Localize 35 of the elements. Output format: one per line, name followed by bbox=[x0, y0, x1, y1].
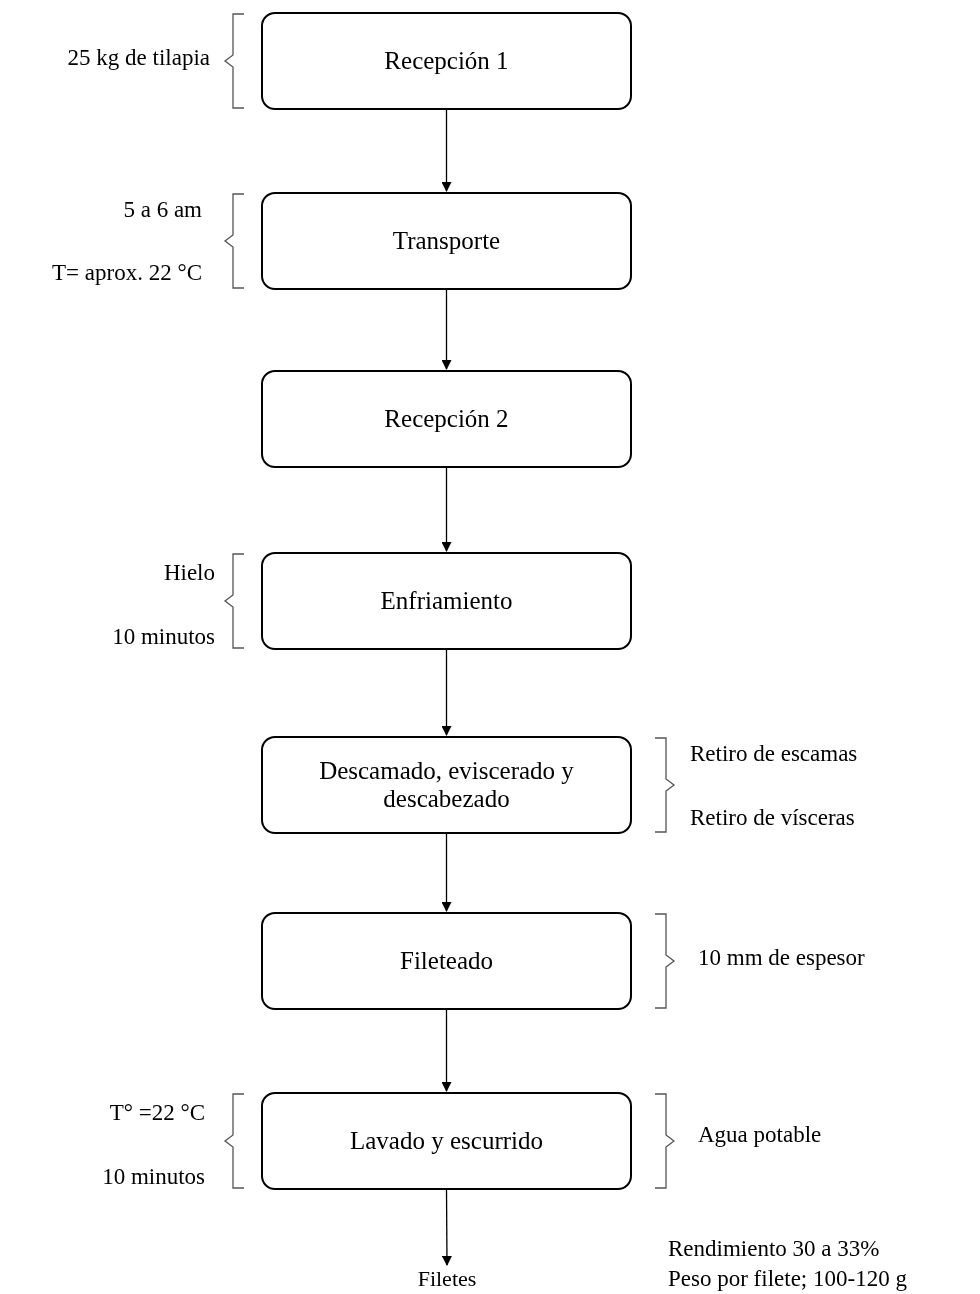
annotation-text: 25 kg de tilapia bbox=[67, 45, 210, 71]
arrow bbox=[441, 109, 452, 192]
arrow bbox=[441, 289, 452, 370]
annotation-text: Agua potable bbox=[698, 1122, 822, 1148]
annotation-text: 5 a 6 am bbox=[123, 197, 202, 223]
process-box bbox=[261, 912, 632, 1010]
annotation-text: 10 minutos bbox=[102, 1164, 205, 1190]
annotation-text: T= aprox. 22 °C bbox=[52, 260, 202, 286]
arrow bbox=[441, 467, 452, 552]
process-box bbox=[261, 192, 632, 290]
step-label: Recepción 2 bbox=[383, 405, 510, 433]
arrow bbox=[441, 1009, 452, 1092]
step-label: Fileteado bbox=[399, 947, 494, 975]
step-label: Transporte bbox=[391, 227, 502, 255]
annotation-text: Retiro de vísceras bbox=[690, 805, 855, 831]
step-label: Enfriamiento bbox=[379, 587, 514, 615]
arrow bbox=[441, 1189, 452, 1266]
process-box bbox=[261, 370, 632, 468]
step-label: Recepción 1 bbox=[383, 47, 510, 75]
annotation-text: T° =22 °C bbox=[109, 1100, 205, 1126]
annotation-text: 10 mm de espesor bbox=[698, 945, 865, 971]
process-box bbox=[261, 552, 632, 650]
note-text: Peso por filete; 100-120 g bbox=[668, 1266, 907, 1292]
arrow bbox=[441, 649, 452, 736]
process-box bbox=[261, 12, 632, 110]
step-label: Lavado y escurrido bbox=[349, 1127, 544, 1155]
step-label: Descamado, eviscerado y descabezado bbox=[318, 757, 575, 813]
process-box bbox=[261, 1092, 632, 1190]
output-label: Filetes bbox=[387, 1266, 507, 1292]
arrow bbox=[441, 833, 452, 912]
note-text: Rendimiento 30 a 33% bbox=[668, 1236, 880, 1262]
annotation-text: Hielo bbox=[163, 560, 215, 586]
annotation-text: 10 minutos bbox=[112, 624, 215, 650]
annotation-text: Retiro de escamas bbox=[690, 741, 858, 767]
process-box bbox=[261, 736, 632, 834]
